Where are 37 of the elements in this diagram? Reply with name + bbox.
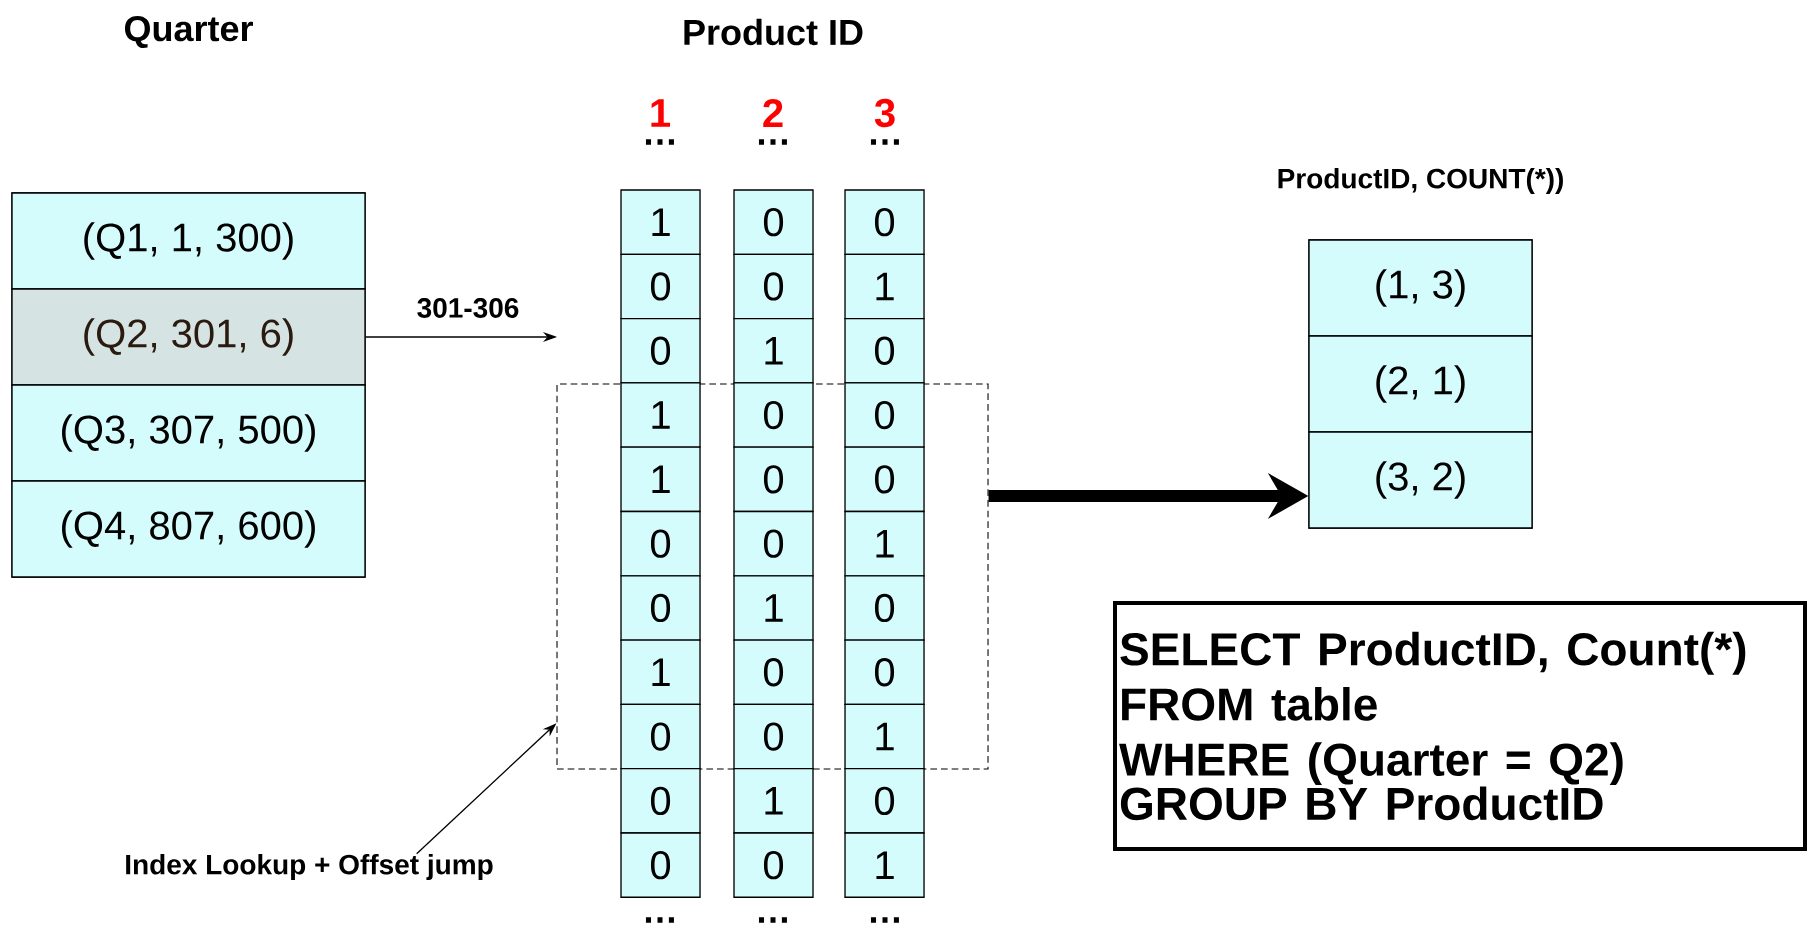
ellipsis: …: [870, 139, 899, 145]
bit-cell: 0: [844, 317, 925, 384]
bit-cell: 0: [733, 832, 814, 898]
bit-cell: 0: [844, 189, 925, 255]
table-row: (Q1, 1, 300): [11, 192, 366, 290]
note-text: Index Lookup + Offset jump: [126, 853, 493, 881]
column-number: 1: [651, 99, 671, 127]
bit-cell: 1: [620, 189, 701, 255]
table-row: (Q4, 807, 600): [11, 480, 366, 578]
ellipsis: …: [645, 917, 674, 923]
bit-cell: 1: [844, 832, 925, 898]
table-row: (3, 2): [1308, 431, 1533, 529]
bit-cell: 1: [733, 317, 814, 384]
column-number: 3: [874, 98, 895, 128]
edge-label: 301-306: [415, 296, 521, 320]
bit-cell: 0: [620, 768, 701, 834]
bit-cell: 0: [844, 768, 925, 834]
table-row: (Q3, 307, 500): [11, 384, 366, 482]
ellipsis: …: [758, 139, 787, 145]
table-heading: ProductID, COUNT(*)): [1278, 167, 1563, 195]
ellipsis: …: [870, 917, 899, 923]
table-row: (1, 3): [1308, 239, 1533, 337]
table-row: (Q2, 301, 6): [11, 288, 366, 386]
bit-cell: 0: [733, 189, 814, 255]
bit-cell: 0: [620, 832, 701, 898]
bit-cell: 1: [844, 253, 925, 320]
ellipsis: …: [758, 917, 787, 923]
column-number: 2: [763, 99, 783, 127]
table-row: (2, 1): [1308, 335, 1533, 433]
ellipsis: …: [645, 139, 674, 145]
query-box: SELECT ProductID, Count(*) FROM table WHERE (Quarter = Q2) GROUP BY ProductID: [1113, 601, 1807, 851]
column-heading: Product ID: [684, 18, 863, 46]
bit-cell: 0: [620, 317, 701, 384]
bit-cell: 0: [733, 253, 814, 320]
bit-cell: 0: [620, 253, 701, 320]
quarter-heading: Quarter: [125, 15, 253, 49]
bit-cell: 1: [733, 768, 814, 834]
